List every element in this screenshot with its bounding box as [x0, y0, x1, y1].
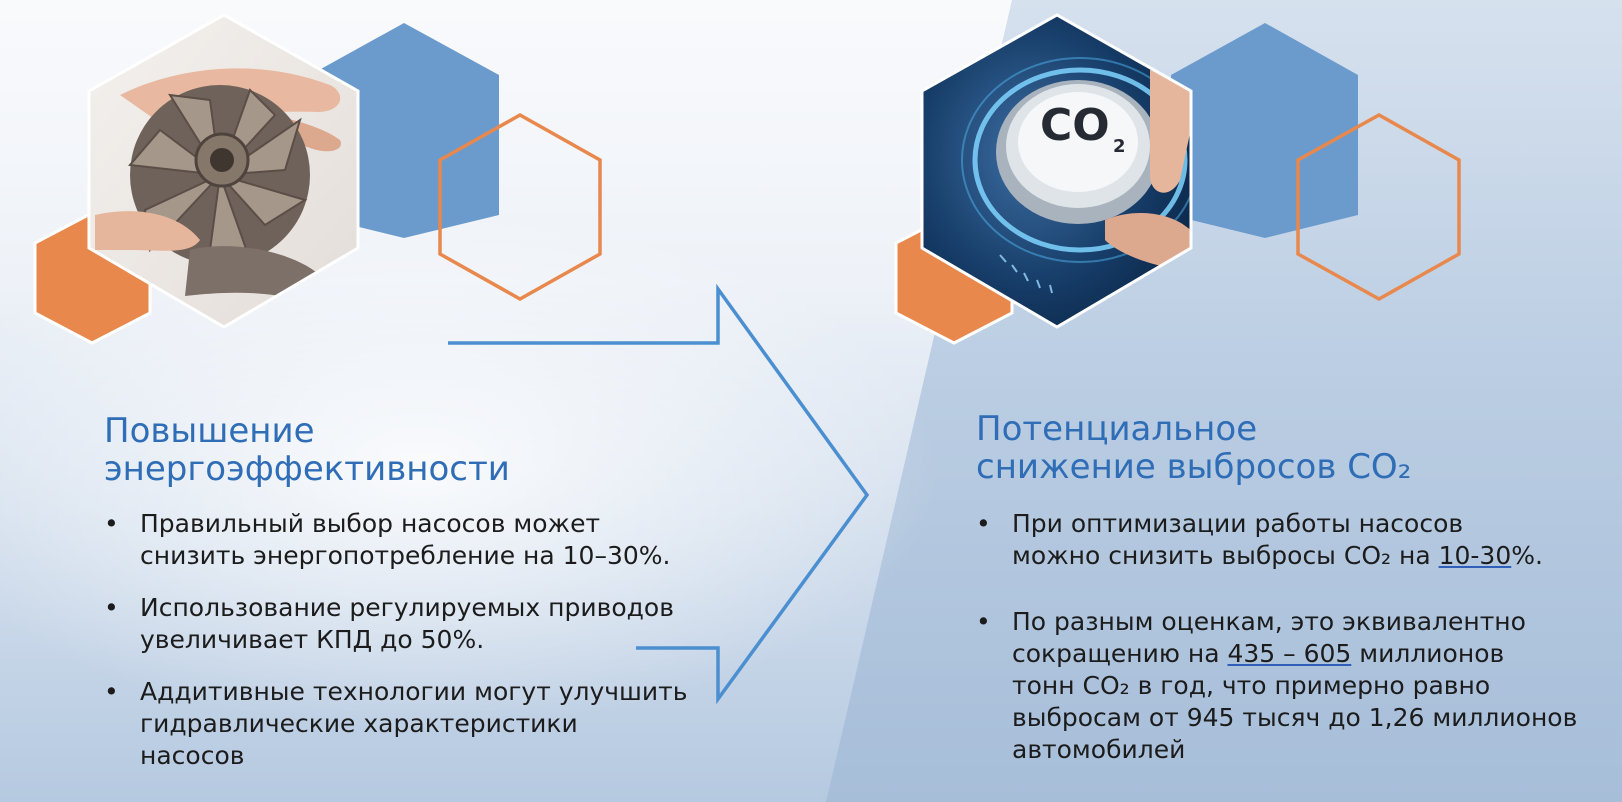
impeller-photo-frame [87, 13, 360, 329]
left-bullet-3: Аддитивные технологии могут улучшить гид… [104, 676, 744, 772]
range-435-605: 435 – 605 [1227, 639, 1352, 668]
left-bullet-list: Правильный выбор насосов может снизить э… [104, 508, 744, 772]
right-bullet-list: При оптимизации работы насосов можно сни… [976, 508, 1616, 766]
right-bullet-1: При оптимизации работы насосов можно сни… [976, 508, 1616, 572]
range-10-30: 10-30 [1438, 541, 1512, 570]
left-heading-line2: энергоэффективности [104, 449, 510, 489]
left-bullet-2: Использование регулируемых приводов увел… [104, 592, 744, 656]
hex-orange-outline-left [438, 112, 602, 302]
co2-photo-frame [920, 13, 1193, 329]
left-bullet-1: Правильный выбор насосов может снизить э… [104, 508, 744, 572]
left-heading: Повышение энергоэффективности [104, 412, 510, 488]
hex-blue-right [1171, 23, 1358, 238]
left-heading-line1: Повышение [104, 411, 315, 451]
hex-orange-outline-right [1296, 112, 1461, 302]
co2-knob-subscript: 2 [1113, 136, 1126, 157]
co2-knob-label: CO [1040, 100, 1110, 151]
right-heading-line1: Потенциальное [976, 409, 1258, 449]
right-bullet-2: По разным оценкам, это эквивалентно сокр… [976, 606, 1616, 766]
right-heading-line2: снижение выбросов CO₂ [976, 447, 1412, 487]
right-heading: Потенциальное снижение выбросов CO₂ [976, 410, 1411, 486]
